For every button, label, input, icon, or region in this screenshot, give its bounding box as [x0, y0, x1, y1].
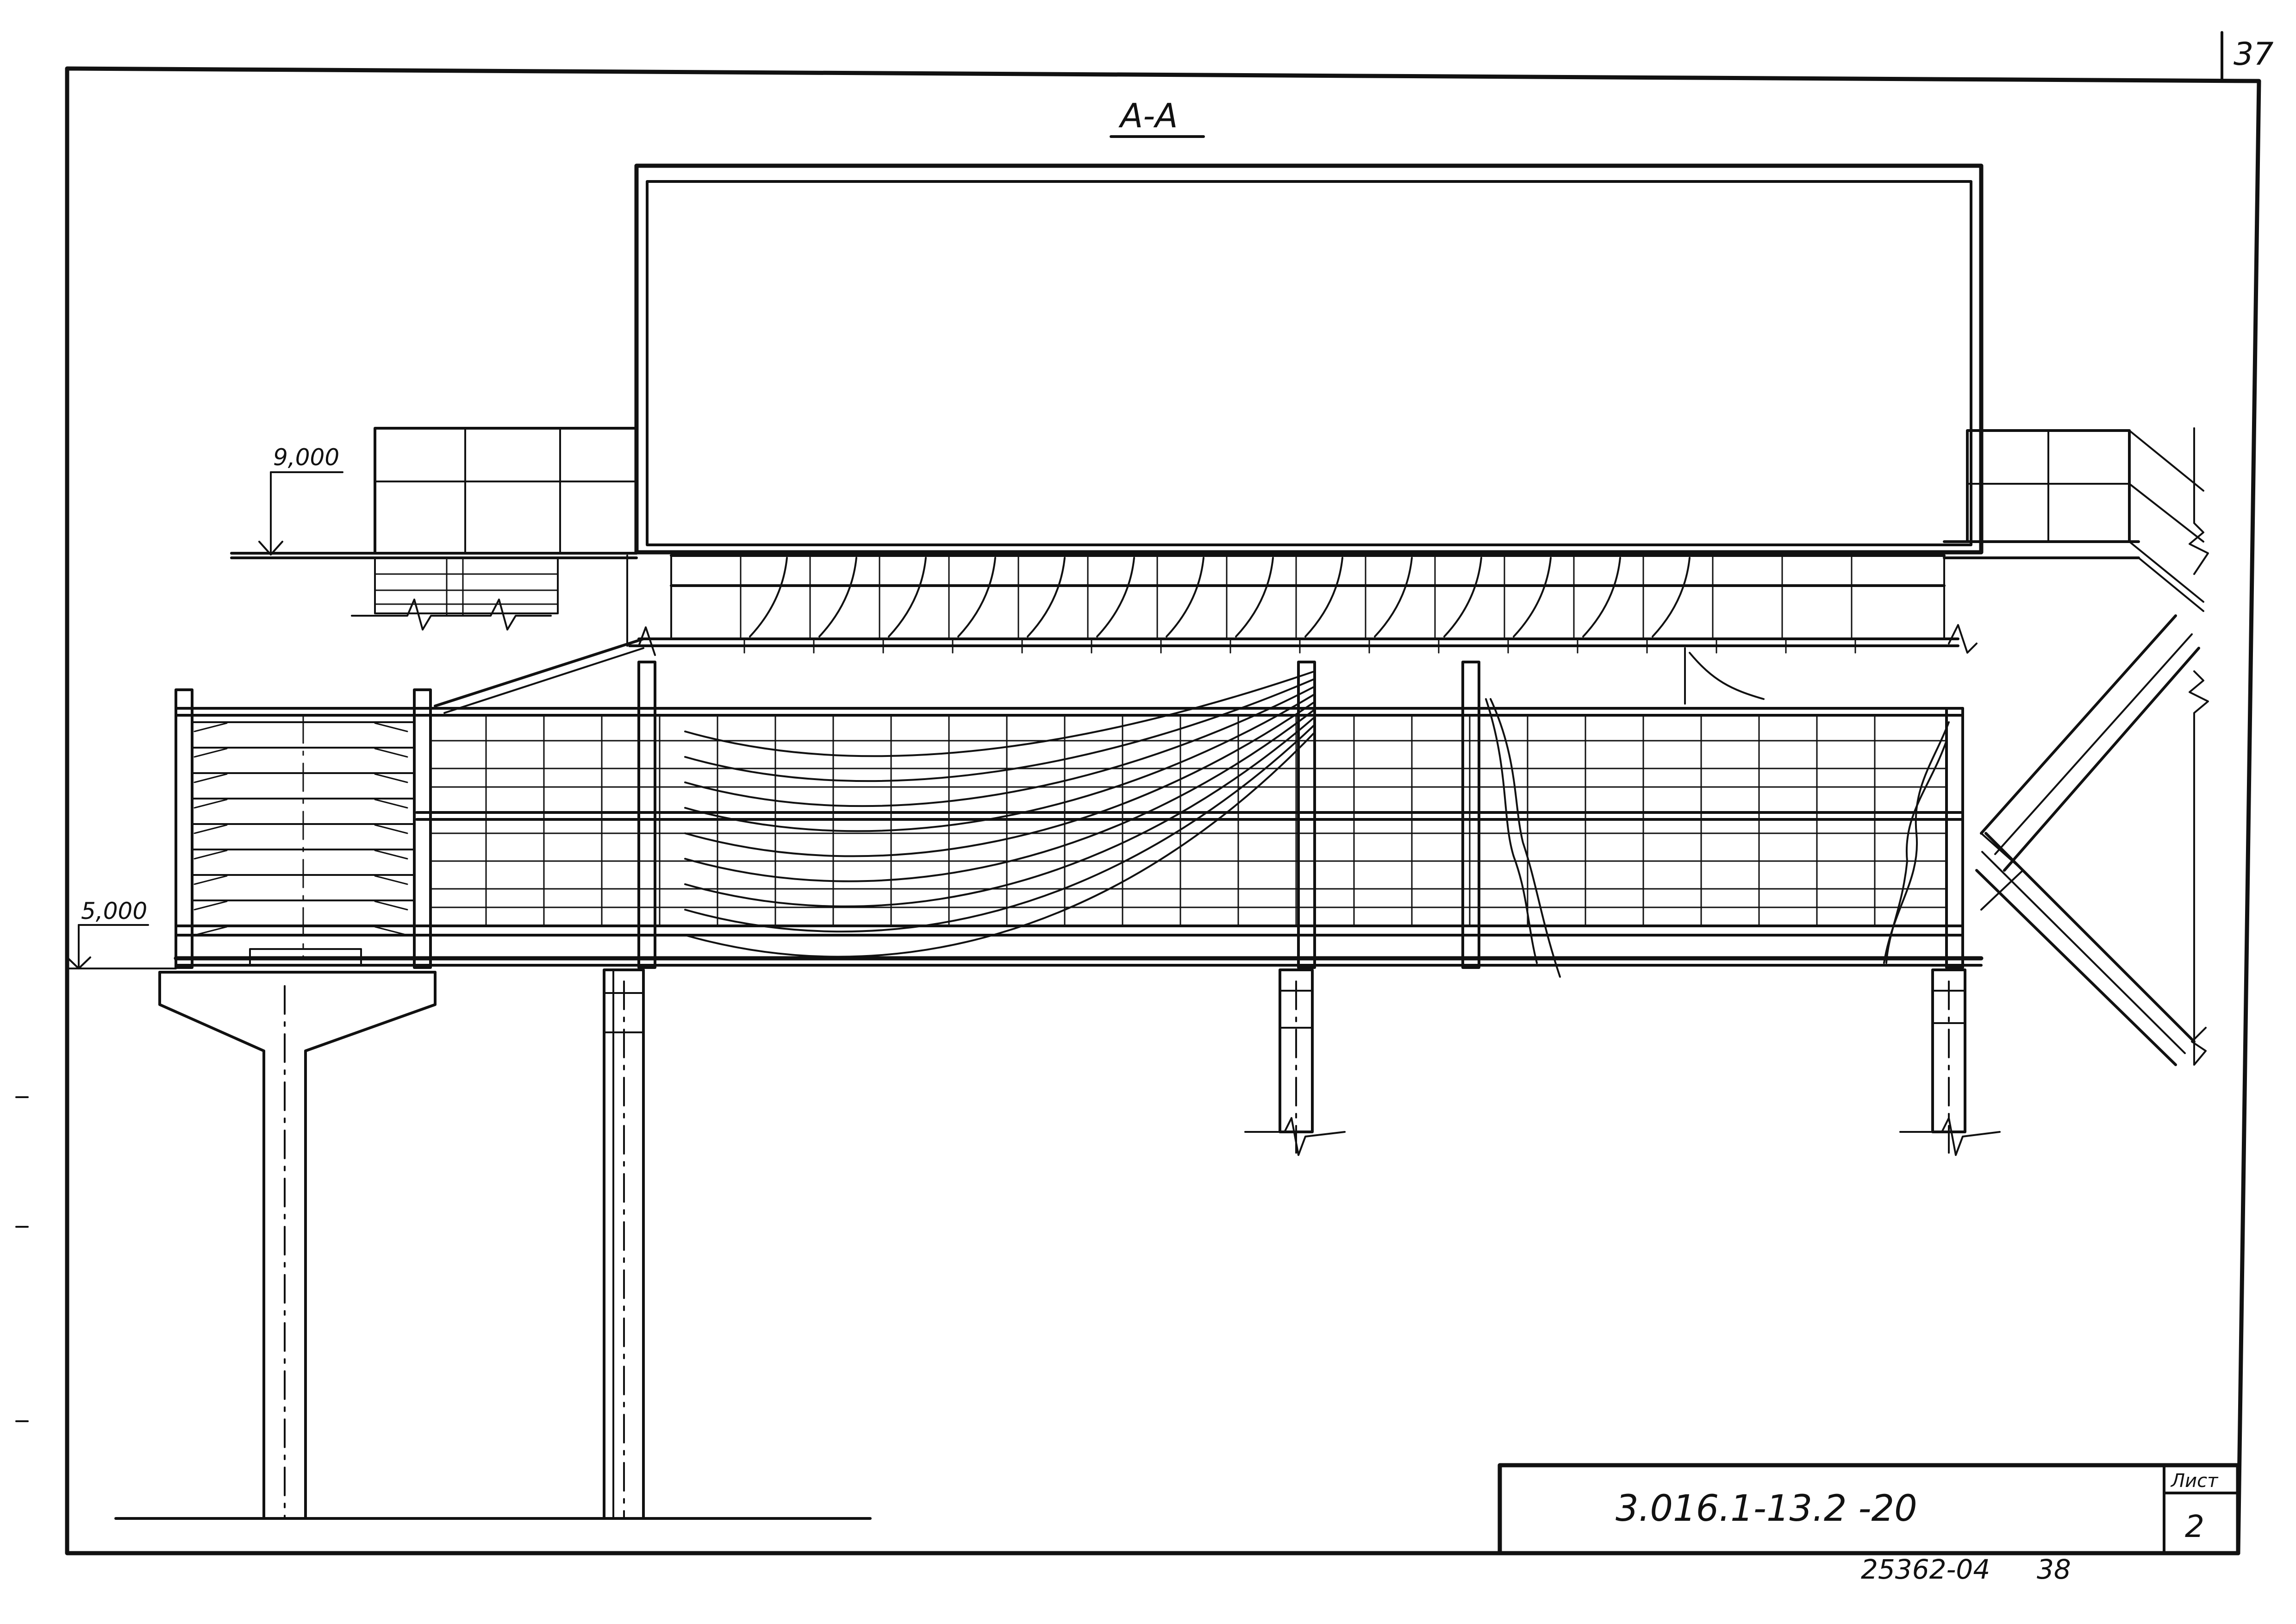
archive-page: 38: [2037, 1554, 2071, 1585]
sheet-label: Лист: [2170, 1470, 2219, 1492]
support-column-1: [603, 968, 645, 1520]
sheet-number: 2: [2185, 1509, 2204, 1544]
archive-number: 25362-04: [1861, 1554, 1990, 1585]
section-title: А-А: [1110, 96, 1205, 138]
billboard-truss: [626, 554, 1978, 656]
level-mark-upper: 9,000: [258, 444, 343, 556]
support-column-3: [1899, 968, 2001, 1156]
level-lower-label: 5,000: [81, 898, 147, 924]
stair: [1975, 614, 2209, 1066]
upper-left-block: [230, 427, 638, 631]
upper-right-block: [1943, 427, 2209, 612]
support-left-t: [158, 971, 437, 1520]
title-block: 3.016.1-13.2 -20 Лист 2: [1497, 1463, 2240, 1555]
document-code: 3.016.1-13.2 -20: [1616, 1488, 1917, 1530]
section-title-text: А-А: [1118, 96, 1178, 135]
billboard-panel: [634, 163, 1984, 555]
gallery-truss: [174, 637, 1984, 978]
level-upper-label: 9,000: [273, 444, 339, 471]
level-mark-lower: 5,000: [66, 898, 177, 969]
support-column-2: [1244, 968, 1346, 1156]
corner-sheet-number: 37: [2234, 36, 2274, 73]
